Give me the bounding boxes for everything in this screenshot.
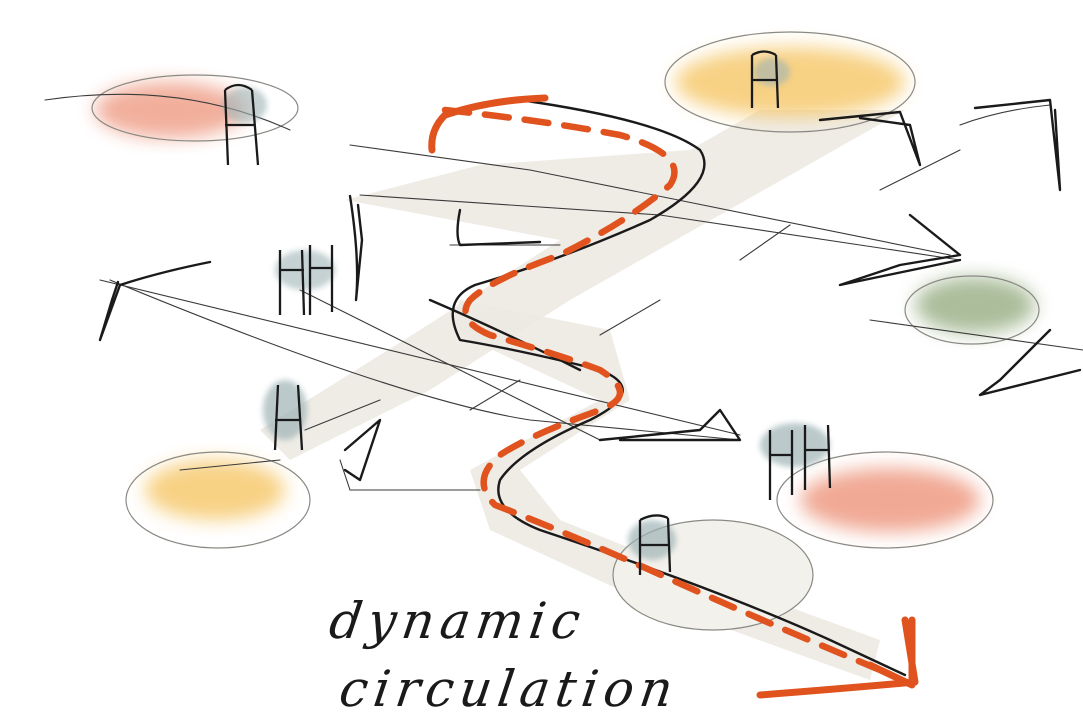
zone-bottom-left <box>125 451 311 549</box>
circulation-path-outline <box>428 98 907 677</box>
chair-pair-left <box>275 245 335 316</box>
zone-top-right <box>664 31 916 133</box>
chair-pair-right <box>760 423 832 500</box>
zone-right-green <box>904 275 1040 345</box>
chair-left-mid <box>263 380 307 451</box>
zone-top-left <box>91 74 299 142</box>
arrowheads <box>98 98 1082 482</box>
guide-lines <box>44 93 1083 491</box>
caption-line-1: dynamic <box>325 592 590 650</box>
red-dashed-path <box>428 94 919 699</box>
chair-top-right <box>750 50 790 109</box>
chair-bottom-center <box>628 514 676 575</box>
zone-bottom-right <box>776 451 994 549</box>
chair-top-left <box>223 83 267 166</box>
caption-line-2: circulation <box>335 660 683 718</box>
